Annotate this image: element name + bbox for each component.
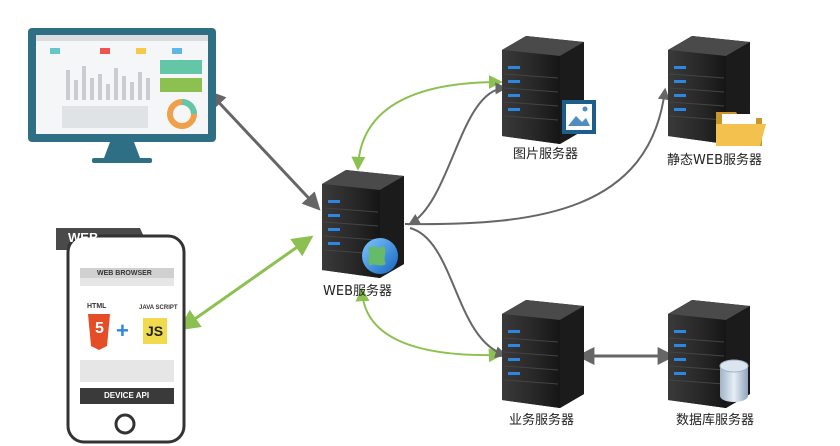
business-server-icon — [501, 299, 585, 409]
business-server-label: 业务服务器 — [509, 413, 575, 428]
folder-icon — [716, 112, 766, 146]
static-web-server-label: 静态WEB服务器 — [667, 153, 762, 168]
monitor-icon — [28, 28, 216, 163]
database-server-label: 数据库服务器 — [676, 413, 755, 428]
html-label: HTML — [87, 303, 107, 310]
arrow-image-web — [407, 82, 508, 226]
arrow-monitor-web — [207, 90, 321, 211]
web-badge-label: WEB — [68, 230, 99, 245]
mobile-phone-icon — [56, 228, 186, 444]
picture-icon — [562, 100, 596, 134]
html5-icon — [88, 314, 110, 350]
database-icon — [719, 359, 749, 402]
arrow-web-static — [404, 87, 670, 226]
arrow-web-business-green — [355, 287, 503, 363]
arrow-mobile-web — [178, 235, 314, 331]
web-browser-label: WEB BROWSER — [97, 270, 152, 277]
javascript-label: JAVA SCRIPT — [139, 305, 178, 311]
arrow-web-image-green — [351, 75, 503, 171]
device-api-label: DEVICE API — [104, 391, 150, 400]
image-server-label: 图片服务器 — [513, 147, 579, 162]
html5-number: 5 — [95, 320, 104, 337]
arrow-web-business — [409, 227, 508, 358]
globe-icon — [362, 238, 398, 274]
plus-sign: + — [116, 318, 129, 343]
javascript-icon — [143, 318, 167, 344]
home-button — [114, 413, 136, 435]
web-server-label: WEB服务器 — [323, 284, 392, 299]
js-text: JS — [146, 323, 164, 339]
